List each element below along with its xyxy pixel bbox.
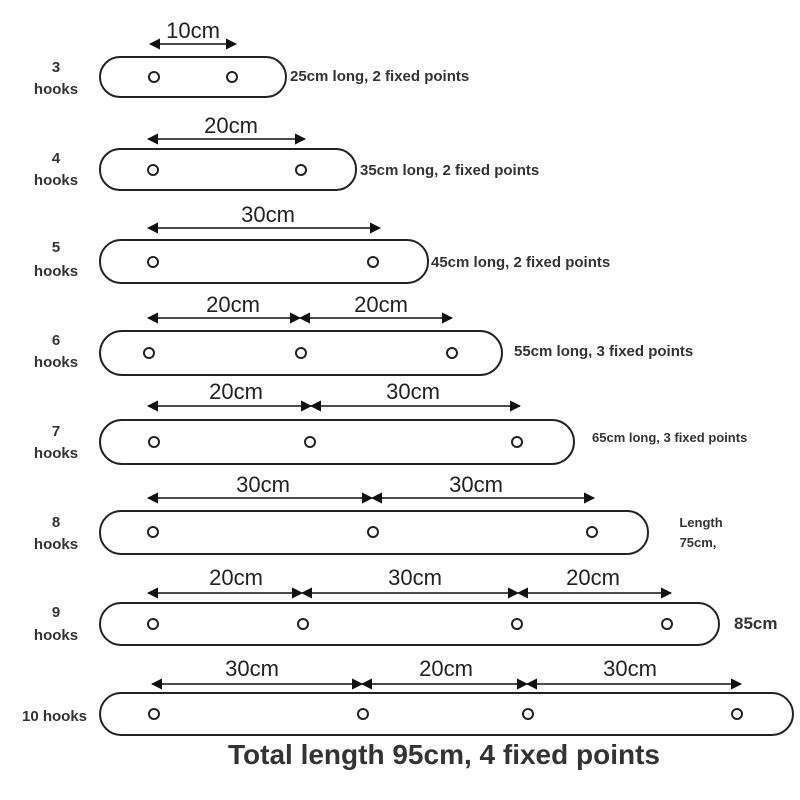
row-5-hooks: 5 hooks 30cm 45cm long, 2 fixed points [34, 202, 610, 284]
rail-bar [99, 148, 357, 191]
mount-hole [522, 708, 534, 720]
dimension-label: 30cm [241, 202, 295, 227]
dimension-label: 30cm [386, 379, 440, 404]
row-10-hooks: 10 hooks 30cm 20cm 30cm [22, 656, 794, 736]
mount-hole [661, 618, 673, 630]
rail-description: 85cm [734, 614, 777, 633]
hooks-count: 8 [52, 514, 60, 531]
hooks-unit: hooks [34, 172, 78, 189]
mount-hole [147, 526, 159, 538]
hooks-unit: hooks [34, 263, 78, 280]
dimension-label: 30cm [225, 656, 279, 681]
hooks-unit: hooks [34, 81, 78, 98]
total-length-caption: Total length 95cm, 4 fixed points [228, 739, 660, 770]
rail-bar [99, 239, 429, 284]
mount-hole [148, 708, 160, 720]
mount-hole [297, 618, 309, 630]
dimension-label: 20cm [566, 565, 620, 590]
hooks-unit: hooks [34, 627, 78, 644]
row-3-hooks: 3 hooks 10cm 25cm long, 2 fixed points [34, 18, 469, 98]
rail-description: 25cm long, 2 fixed points [290, 68, 469, 85]
rail-bar [99, 419, 575, 465]
hooks-count: 4 [52, 150, 61, 167]
dimension-label: 20cm [206, 292, 260, 317]
hooks-count: 5 [52, 239, 60, 256]
rail-bar [99, 692, 794, 736]
hooks-unit: hooks [34, 536, 78, 553]
mount-hole [586, 526, 598, 538]
hooks-unit: hooks [34, 354, 78, 371]
dimension-label: 30cm [449, 472, 503, 497]
dimension-label: 30cm [388, 565, 442, 590]
dimension-label: 20cm [204, 113, 258, 138]
rail-description: 45cm long, 2 fixed points [431, 254, 610, 271]
dimension-label: 10cm [166, 18, 220, 43]
mount-hole [511, 436, 523, 448]
hooks-count: 9 [52, 604, 60, 621]
dimension-label: 30cm [236, 472, 290, 497]
mount-hole [147, 164, 159, 176]
hooks-count: 6 [52, 332, 60, 349]
mount-hole [147, 256, 159, 268]
hooks-count: 3 [52, 59, 60, 76]
mount-hole [731, 708, 743, 720]
mount-hole [148, 436, 160, 448]
mount-hole [304, 436, 316, 448]
mount-hole [367, 526, 379, 538]
mount-hole [226, 71, 238, 83]
mount-hole [295, 347, 307, 359]
mount-hole [295, 164, 307, 176]
mount-hole [143, 347, 155, 359]
dimension-label: 20cm [209, 565, 263, 590]
mount-hole [511, 618, 523, 630]
dimension-label: 20cm [419, 656, 473, 681]
rail-description: 65cm long, 3 fixed points [592, 430, 747, 445]
row-7-hooks: 7 hooks 20cm 30cm 65cm long, 3 fixed poi… [34, 379, 747, 465]
dimension-label: 30cm [603, 656, 657, 681]
rail-description: Length [679, 515, 722, 530]
rail-bar [99, 602, 720, 646]
hooks-count: 10 hooks [22, 708, 87, 725]
mount-hole [367, 256, 379, 268]
hooks-unit: hooks [34, 445, 78, 462]
row-8-hooks: 8 hooks 30cm 30cm Length 75cm, [34, 472, 723, 555]
mount-hole [147, 618, 159, 630]
dimension-label: 20cm [209, 379, 263, 404]
dimension-label: 20cm [354, 292, 408, 317]
mount-hole [446, 347, 458, 359]
rail-description: 55cm long, 3 fixed points [514, 343, 693, 360]
hooks-count: 7 [52, 423, 60, 440]
mount-hole [148, 71, 160, 83]
row-9-hooks: 9 hooks 20cm 30cm 20cm 85cm [34, 565, 777, 646]
rail-description: 35cm long, 2 fixed points [360, 162, 539, 179]
mount-hole [357, 708, 369, 720]
rail-description: 75cm, [680, 535, 717, 550]
row-6-hooks: 6 hooks 20cm 20cm 55cm long, 3 fixed poi… [34, 292, 693, 376]
rail-bar [99, 56, 287, 98]
row-4-hooks: 4 hooks 20cm 35cm long, 2 fixed points [34, 113, 539, 191]
